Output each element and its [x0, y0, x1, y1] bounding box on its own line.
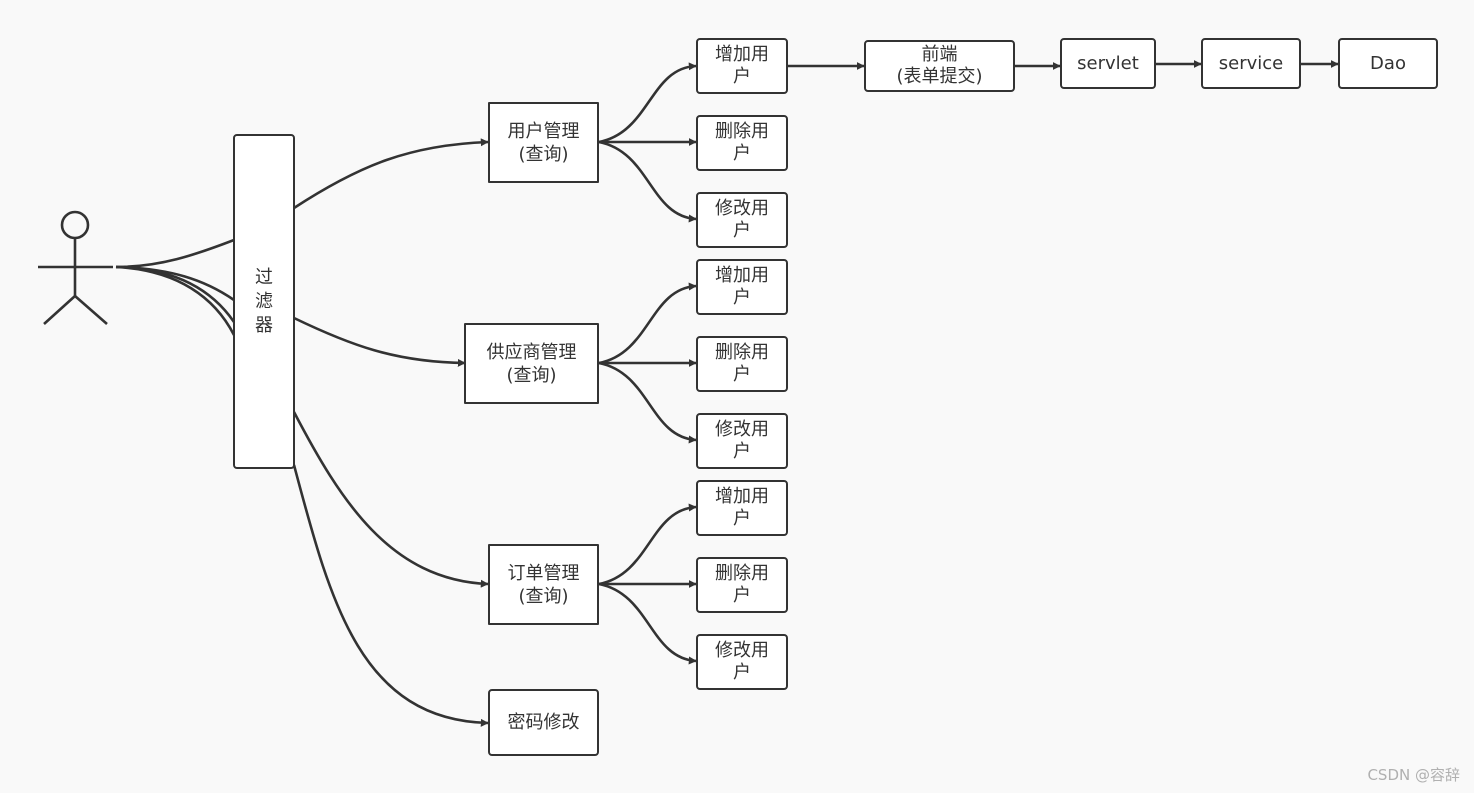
pipeline-frontend[interactable]: 前端 (表单提交)	[864, 40, 1015, 92]
connector-filter-order-mgmt	[292, 411, 489, 588]
filter-label: 过滤器	[255, 266, 273, 336]
op-edit-user[interactable]: 修改用 户	[696, 413, 788, 469]
op-label: 删除用 户	[715, 121, 769, 164]
pipeline-label: service	[1218, 53, 1284, 74]
op-label: 修改用 户	[715, 640, 769, 683]
module-label: 用户管理 (查询)	[507, 120, 580, 165]
op-add-user[interactable]: 增加用 户	[696, 259, 788, 315]
op-delete-user[interactable]: 删除用 户	[696, 557, 788, 613]
connector-actor-filter	[115, 265, 236, 323]
op-label: 修改用 户	[715, 198, 769, 241]
connector-order-edit	[598, 582, 697, 665]
op-label: 增加用 户	[715, 265, 769, 308]
pipeline-servlet[interactable]: servlet	[1060, 38, 1156, 89]
op-label: 增加用 户	[715, 486, 769, 529]
pipeline-dao[interactable]: Dao	[1338, 38, 1438, 89]
actor-icon	[38, 210, 113, 325]
pipeline-label: servlet	[1077, 53, 1139, 74]
connector-user-edit	[598, 140, 697, 223]
connector-user-add	[598, 62, 697, 144]
connector-supplier-add	[598, 282, 697, 365]
module-password-change[interactable]: 密码修改	[488, 689, 599, 756]
op-label: 增加用 户	[715, 44, 769, 87]
pipeline-service[interactable]: service	[1201, 38, 1301, 89]
op-add-user[interactable]: 增加用 户	[696, 480, 788, 536]
op-edit-user[interactable]: 修改用 户	[696, 634, 788, 690]
op-delete-user[interactable]: 删除用 户	[696, 336, 788, 392]
module-user-management[interactable]: 用户管理 (查询)	[488, 102, 599, 183]
op-label: 删除用 户	[715, 563, 769, 606]
pipeline-label: 前端 (表单提交)	[896, 44, 983, 87]
connector-order-add	[598, 503, 697, 586]
watermark: CSDN @容辞	[1367, 766, 1460, 784]
connector-filter-supplier-mgmt	[293, 316, 466, 367]
connector-filter-user-mgmt	[293, 138, 489, 210]
pipeline-label: Dao	[1370, 53, 1406, 74]
op-label: 删除用 户	[715, 342, 769, 385]
connector-actor-filter	[115, 265, 235, 302]
connector-supplier-edit	[598, 361, 697, 444]
module-order-management[interactable]: 订单管理 (查询)	[488, 544, 599, 625]
module-supplier-management[interactable]: 供应商管理 (查询)	[464, 323, 599, 404]
op-delete-user[interactable]: 删除用 户	[696, 115, 788, 171]
op-add-user[interactable]: 增加用 户	[696, 38, 788, 94]
filter-box[interactable]: 过滤器	[233, 134, 295, 469]
module-label: 供应商管理 (查询)	[486, 341, 577, 386]
module-label: 密码修改	[507, 712, 580, 733]
op-label: 修改用 户	[715, 419, 769, 462]
connector-actor-filter	[115, 238, 235, 269]
module-label: 订单管理 (查询)	[507, 562, 580, 607]
connector-filter-password	[292, 464, 489, 727]
connector-actor-filter	[115, 265, 236, 336]
op-edit-user[interactable]: 修改用 户	[696, 192, 788, 248]
